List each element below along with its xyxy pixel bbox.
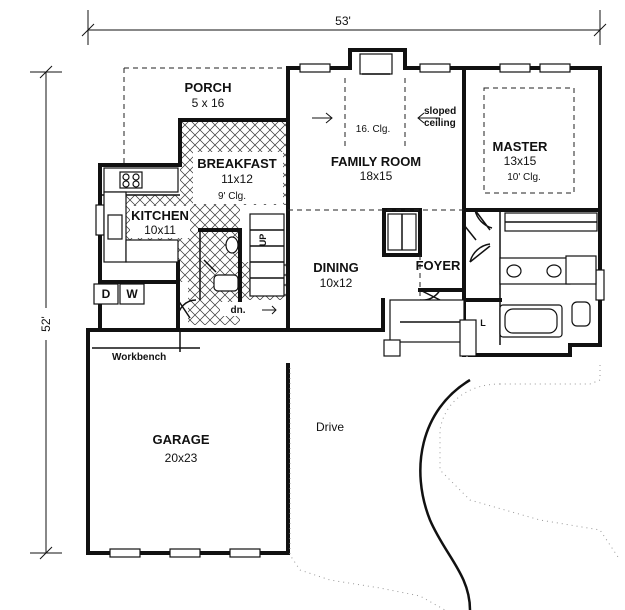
fireplace [359,53,393,75]
workbench-label: Workbench [112,352,166,363]
label-foyer: FOYER [416,258,461,273]
stair-down-label: dn. [231,305,246,316]
master-ceiling: 10' Clg. [507,172,541,183]
dining-name: DINING [313,260,359,275]
master-closet [504,212,598,232]
family-room-ceiling: 16. Clg. [356,124,390,135]
sloped-line2: ceiling [424,118,456,129]
foyer-closet [387,213,417,251]
workbench [92,332,200,352]
linen-label: L [480,318,486,328]
dining-size: 10x12 [320,276,353,290]
label-kitchen: KITCHEN 10x11 [130,206,190,238]
interior-walls [86,66,602,357]
master-size: 13x15 [504,154,537,168]
garage-name: GARAGE [152,432,209,447]
label-breakfast: BREAKFAST 11x12 9' Clg. [193,152,283,204]
stair: UP [249,213,285,297]
label-dining: DINING 10x12 [313,260,359,290]
washer-label: W [126,287,138,301]
laundry: D W [93,283,145,305]
garage-size: 20x23 [165,451,198,465]
label-garage: GARAGE 20x23 [152,432,209,465]
family-room-size: 18x15 [360,169,393,183]
ceiling-arrows [312,112,440,124]
stair-up-label: UP [258,234,268,247]
kitchen-name: KITCHEN [131,208,189,223]
doors [177,209,493,319]
porch-name: PORCH [185,80,232,95]
drive-label: Drive [316,420,344,434]
family-room-name: FAMILY ROOM [331,154,421,169]
driveway [289,365,621,610]
width-dimension: 53' [81,10,607,45]
kitchen-counters [103,167,179,263]
depth-label: 52' [39,316,53,332]
stair-down: dn. [220,302,277,316]
windows [95,63,605,558]
entry-stoop [383,299,477,357]
room-divisions [288,78,575,300]
sloped-line1: sloped [424,106,456,117]
drive-edge [419,378,472,610]
master-name: MASTER [493,139,549,154]
depth-dimension: 52' [30,65,62,560]
master-bath [499,255,597,338]
breakfast-ceiling: 9' Clg. [218,191,246,202]
breakfast-name: BREAKFAST [197,156,277,171]
dryer-label: D [102,287,111,301]
kitchen-size: 10x11 [144,223,176,237]
label-master: MASTER 13x15 10' Clg. [493,139,549,183]
foyer-name: FOYER [416,258,461,273]
half-bath [213,236,239,292]
porch-size: 5 x 16 [192,96,225,110]
label-family-room: 16. Clg. FAMILY ROOM 18x15 sloped ceilin… [331,106,456,183]
breakfast-size: 11x12 [221,172,253,186]
label-porch: PORCH 5 x 16 [185,80,232,110]
exterior-walls [86,48,602,555]
width-label: 53' [335,14,351,28]
